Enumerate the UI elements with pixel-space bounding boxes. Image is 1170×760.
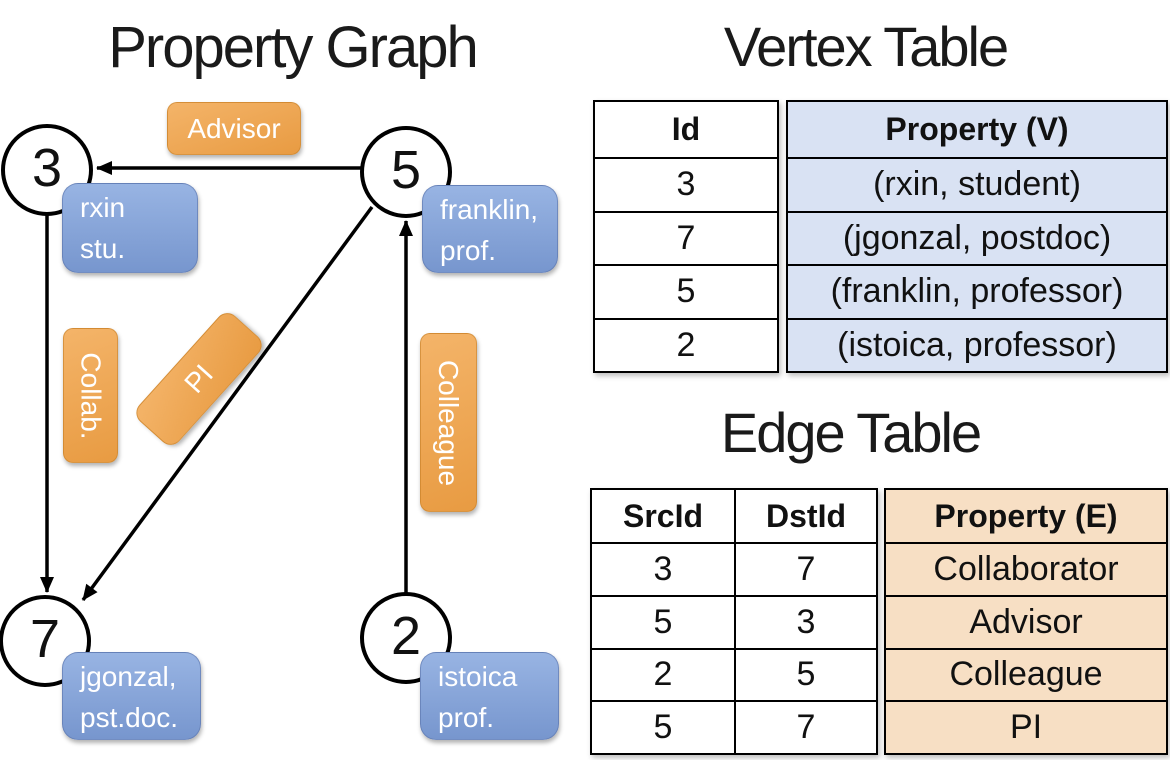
vertex-table-property-column: Property (V) (rxin, student) (jgonzal, p…: [786, 100, 1168, 373]
vertex-label-3-line1: rxin: [80, 192, 126, 223]
table-cell: PI: [886, 700, 1166, 753]
vertex-label-7-line1: jgonzal,: [80, 661, 177, 692]
vertex-label-2: istoica prof.: [420, 652, 559, 740]
vertex-table-title: Vertex Table: [723, 15, 1009, 78]
vertex-table-property-header: Property (V): [885, 111, 1069, 147]
edge-table-dst-header: DstId: [734, 490, 876, 542]
vertex-label-2-line1: istoica: [438, 661, 518, 692]
edge-label-collab-text: Collab.: [75, 351, 107, 440]
table-cell: Collaborator: [886, 542, 1166, 595]
edge-table-title: Edge Table: [720, 401, 982, 464]
table-cell: Colleague: [886, 647, 1166, 701]
table-cell: 2: [595, 317, 777, 372]
table-cell: 5: [592, 594, 734, 648]
vertex-label-5-line1: franklin,: [440, 194, 539, 225]
table-cell: (rxin, student): [788, 157, 1166, 211]
edge-label-collab: Collab.: [63, 328, 118, 463]
node-3-id: 3: [31, 137, 63, 198]
table-cell: 7: [595, 210, 777, 265]
table-cell: 5: [734, 647, 876, 701]
edge-label-advisor: Advisor: [167, 102, 301, 155]
edge-pi-line: [81, 205, 374, 602]
table-cell: 3: [595, 157, 777, 211]
table-cell: (franklin, professor): [788, 264, 1166, 318]
edge-label-pi-text: PI: [178, 358, 220, 399]
edge-label-colleague-text: Colleague: [433, 359, 465, 486]
edge-table-ids-column: SrcId DstId 3 7 5 3 2 5 5 7: [590, 488, 878, 755]
edge-label-colleague: Colleague: [420, 333, 477, 512]
table-cell: 2: [592, 647, 734, 701]
vertex-label-7: jgonzal, pst.doc.: [62, 652, 201, 740]
edge-table-property-header: Property (E): [934, 497, 1118, 534]
table-cell: 3: [592, 542, 734, 595]
table-cell: 5: [595, 264, 777, 318]
table-cell: (jgonzal, postdoc): [788, 210, 1166, 265]
vertex-table-id-header: Id: [671, 111, 701, 147]
node-5-id: 5: [390, 139, 422, 200]
edge-table-property-column: Property (E) Collaborator Advisor Collea…: [884, 488, 1168, 755]
edge-table-src-header: SrcId: [622, 497, 704, 534]
vertex-label-5: franklin, prof.: [422, 185, 558, 273]
table-cell: 5: [592, 700, 734, 753]
property-graph-title: Property Graph: [108, 15, 479, 80]
node-7-id: 7: [29, 608, 61, 669]
vertex-label-3-line2: stu.: [80, 233, 126, 264]
table-cell: 7: [734, 700, 876, 753]
table-cell: Advisor: [886, 594, 1166, 648]
vertex-label-7-line2: pst.doc.: [80, 702, 179, 733]
table-cell: 7: [734, 542, 876, 595]
table-cell: 3: [734, 594, 876, 648]
table-cell: (istoica, professor): [788, 317, 1166, 372]
vertex-table-id-column: Id 3 7 5 2: [593, 100, 779, 373]
vertex-label-5-line2: prof.: [440, 235, 497, 266]
vertex-label-3: rxin stu.: [62, 183, 198, 273]
vertex-label-2-line2: prof.: [438, 702, 495, 733]
node-2-id: 2: [390, 605, 422, 666]
edge-label-advisor-text: Advisor: [187, 112, 281, 144]
